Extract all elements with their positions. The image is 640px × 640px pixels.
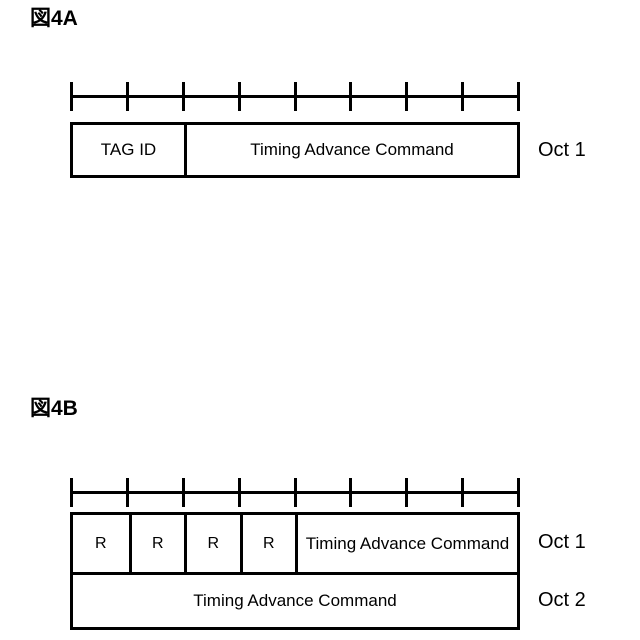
- field-reserved-4: R: [239, 515, 295, 572]
- ruler-tick: [70, 478, 73, 507]
- octet-label-oct1: Oct 1: [538, 531, 586, 553]
- mac-format-row-oct1: TAG ID Timing Advance Command: [70, 122, 520, 178]
- field-timing-advance-command-lsb: Timing Advance Command: [73, 575, 517, 627]
- ruler-tick: [349, 82, 353, 111]
- ruler-tick: [237, 478, 241, 507]
- ruler-tick: [125, 478, 129, 507]
- octet-label-oct2: Oct 2: [538, 589, 586, 611]
- figure-4b-title: 図4B: [30, 397, 78, 420]
- ruler-tick: [70, 82, 73, 111]
- mac-format-row-oct1: R R R R Timing Advance Command: [70, 512, 520, 572]
- ruler-tick: [125, 82, 129, 111]
- figure-4a-title: 図4A: [30, 7, 78, 30]
- field-timing-advance-command: Timing Advance Command: [184, 125, 517, 175]
- bit-ruler-4a: [70, 82, 520, 112]
- mac-format-row-oct2: Timing Advance Command: [70, 572, 520, 630]
- ruler-tick: [181, 82, 185, 111]
- ruler-tick: [405, 82, 409, 111]
- ruler-tick: [237, 82, 241, 111]
- ruler-tick: [293, 82, 297, 111]
- ruler-tick: [461, 82, 465, 111]
- ruler-tick: [293, 478, 297, 507]
- field-reserved-1: R: [73, 515, 129, 572]
- ruler-tick: [517, 478, 520, 507]
- field-timing-advance-command-msb: Timing Advance Command: [295, 515, 517, 572]
- ruler-tick: [349, 478, 353, 507]
- field-reserved-3: R: [184, 515, 240, 572]
- field-reserved-2: R: [128, 515, 184, 572]
- octet-label-oct1: Oct 1: [538, 139, 586, 161]
- ruler-tick: [405, 478, 409, 507]
- field-tag-id: TAG ID: [73, 125, 184, 175]
- ruler-tick: [517, 82, 520, 111]
- ruler-tick: [461, 478, 465, 507]
- bit-ruler-4b: [70, 478, 520, 508]
- ruler-tick: [181, 478, 185, 507]
